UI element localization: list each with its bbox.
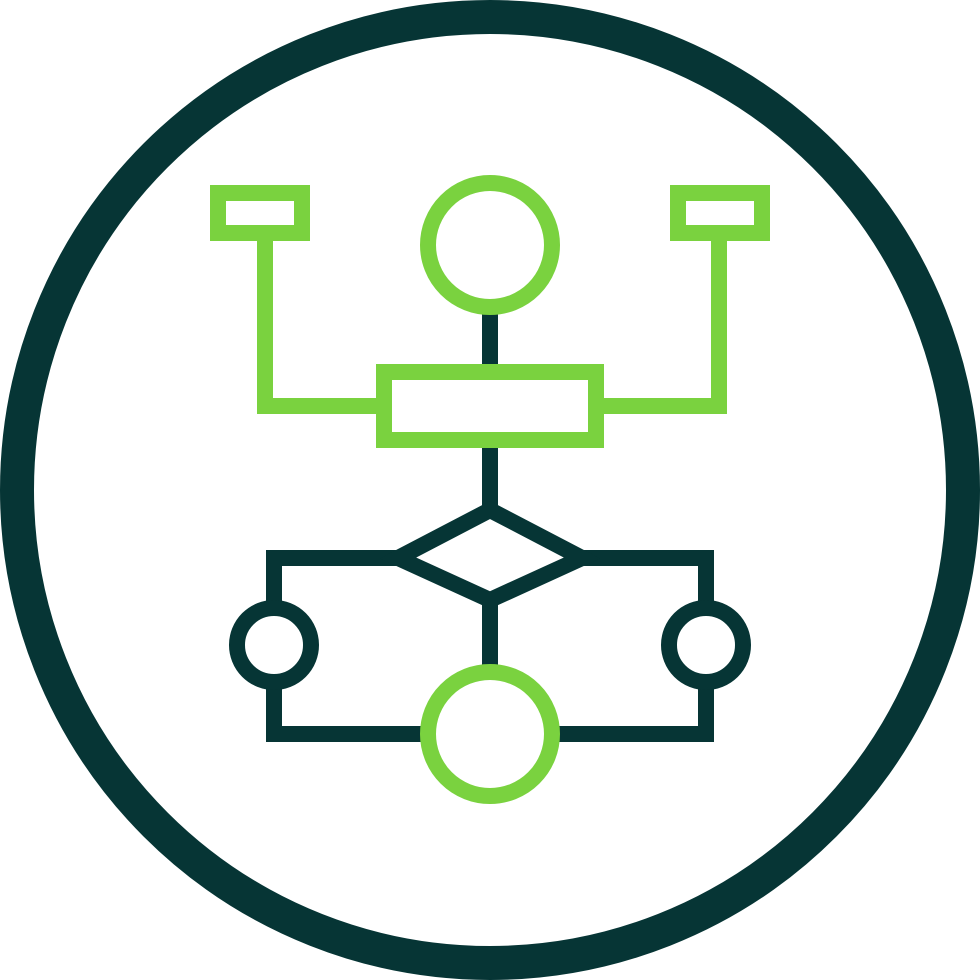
connector-right-branch-bottom	[552, 682, 714, 742]
connector-left-branch-top	[266, 550, 398, 608]
top-start-circle	[420, 175, 560, 315]
accent-connectors	[257, 240, 727, 414]
connector-left-branch-bottom	[266, 682, 428, 742]
left-terminator-circle	[229, 600, 319, 690]
left-input-box	[210, 185, 310, 241]
connector-right-box-to-process	[596, 240, 727, 414]
dark-connectors	[266, 308, 714, 742]
decision-diamond-shape	[379, 500, 601, 609]
process-box	[376, 364, 604, 448]
bottom-end-circle	[420, 664, 560, 804]
right-input-box	[670, 185, 770, 241]
connector-left-box-to-process	[257, 240, 384, 414]
connector-right-branch-top	[582, 550, 714, 608]
right-terminator-circle	[661, 600, 751, 690]
